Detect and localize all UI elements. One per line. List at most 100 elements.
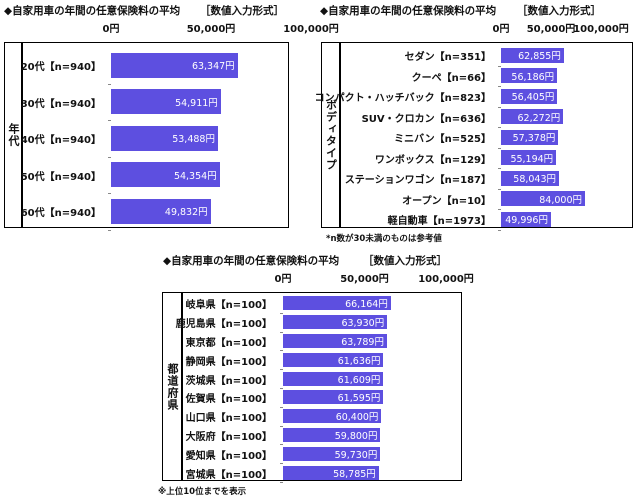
bar-value-label: 49,832円 — [164, 207, 208, 219]
bar — [283, 334, 387, 348]
category-label: コンパクト・ハッチバック【n=823】 — [314, 93, 491, 105]
bar-value-label: 60,400円 — [335, 412, 379, 424]
axis-tick-mark — [280, 406, 283, 408]
category-label: 軽自動車【n=1973】 — [387, 216, 491, 228]
axis-tick-mark — [280, 444, 283, 446]
axis-tick-mark — [498, 127, 501, 128]
bar — [283, 296, 391, 311]
bar — [283, 465, 379, 480]
bar-value-label: 53,488円 — [172, 134, 215, 146]
bar-value-label: 63,789円 — [341, 337, 384, 348]
axis-tick-mark — [498, 147, 501, 149]
group-label-box: 年代 — [4, 42, 22, 228]
category-label: 佐賀県【n=100】 — [185, 394, 272, 406]
category-label: 岐阜県【n=100】 — [185, 300, 272, 312]
x-tick-label: 50,000円 — [526, 24, 576, 35]
axis-tick-mark — [498, 229, 501, 231]
bar — [111, 89, 221, 115]
bar-value-label: 56,186円 — [511, 71, 555, 83]
bar — [501, 129, 559, 145]
group-label-box: 都道府県 — [162, 292, 182, 481]
bar-value-label: 54,354円 — [173, 170, 217, 182]
bar-value-label: 49,996円 — [505, 215, 548, 227]
category-label: 50代【n=940】 — [20, 171, 101, 183]
axis-tick-mark — [280, 369, 283, 371]
axis-tick-mark — [280, 312, 283, 314]
category-label: 20代【n=940】 — [20, 62, 101, 74]
bar — [501, 211, 551, 227]
x-tick-label: 0円 — [274, 274, 292, 285]
bar-value-label: 84,000円 — [539, 194, 582, 206]
axis-tick-mark — [280, 463, 283, 465]
category-label: ステーションワゴン【n=187】 — [344, 175, 491, 187]
x-tick-label: 100,000円 — [418, 274, 474, 285]
bar-value-label: 63,347円 — [191, 61, 235, 73]
chart-title: ◆自家用車の年間の任意保険料の平均 — [163, 255, 340, 267]
x-tick-label: 0円 — [102, 24, 120, 35]
footnote: *n数が30未満のものは参考値 — [326, 234, 442, 244]
category-label: 鹿児島県【n=100】 — [175, 319, 272, 331]
group-label: ボディタイプ — [324, 99, 338, 171]
category-label: 大阪府【n=100】 — [185, 432, 272, 443]
bar — [501, 109, 564, 125]
bar — [111, 198, 211, 224]
axis-tick-mark — [498, 188, 501, 190]
bar — [501, 88, 558, 104]
bar-value-label: 61,636円 — [337, 355, 381, 367]
bar — [501, 47, 564, 63]
group-label-box: ボディタイプ — [321, 42, 340, 228]
chart-title: ◆自家用車の年間の任意保険料の平均 — [320, 5, 497, 17]
bar — [111, 125, 218, 151]
category-label: SUV・クロカン【n=636】 — [361, 113, 491, 125]
bar — [501, 170, 560, 186]
x-tick-label: 100,000円 — [283, 24, 339, 35]
bar — [283, 428, 381, 442]
axis-tick-mark — [498, 106, 501, 108]
chart-title: ◆自家用車の年間の任意保険料の平均 — [4, 5, 181, 17]
axis-tick-mark — [498, 209, 501, 210]
category-label: 40代【n=940】 — [20, 135, 101, 147]
category-label: ミニバン【n=525】 — [394, 134, 491, 146]
bar — [501, 191, 585, 207]
bar-value-label: 56,405円 — [511, 92, 555, 104]
axis-tick-mark — [280, 388, 283, 389]
category-label: 茨城県【n=100】 — [185, 375, 272, 387]
bar-value-label: 63,930円 — [341, 318, 385, 330]
chart-subtitle: ［数値入力形式］ — [200, 5, 284, 17]
axis-tick-mark — [108, 156, 111, 158]
bar — [111, 162, 220, 188]
axis-tick-mark — [498, 65, 501, 67]
axis-tick-mark — [108, 229, 111, 231]
bar — [501, 150, 557, 166]
bar-value-label: 54,911円 — [175, 97, 218, 109]
axis-tick-mark — [108, 120, 111, 121]
bar-value-label: 62,855円 — [518, 51, 561, 63]
bar-value-label: 59,730円 — [334, 449, 378, 461]
x-tick-label: 0円 — [492, 24, 510, 35]
category-label: 60代【n=940】 — [20, 208, 101, 220]
footnote: ※上位10位までを表示 — [158, 487, 247, 497]
bar — [283, 446, 381, 461]
axis-tick-mark — [280, 331, 283, 333]
bar-value-label: 58,043円 — [513, 174, 557, 186]
x-tick-label: 50,000円 — [340, 274, 389, 285]
axis-tick-mark — [280, 482, 283, 483]
bar-value-label: 66,164円 — [345, 299, 388, 311]
category-label: セダン【n=351】 — [404, 52, 491, 64]
category-label: 東京都【n=100】 — [185, 338, 272, 349]
bar — [283, 390, 384, 405]
bar — [111, 52, 238, 78]
category-label: 山口県【n=100】 — [185, 413, 272, 425]
axis-tick-mark — [498, 168, 501, 169]
plot-frame — [340, 42, 633, 228]
axis-tick-mark — [280, 350, 283, 352]
axis-tick-mark — [498, 86, 501, 87]
bar — [283, 371, 384, 386]
bar-value-label: 62,272円 — [517, 112, 561, 124]
chart-subtitle: ［数値入力形式］ — [517, 5, 601, 17]
group-label: 年代 — [7, 123, 20, 147]
axis-tick-mark — [280, 425, 283, 427]
bar — [501, 68, 558, 84]
x-tick-label: 100,000円 — [573, 24, 629, 35]
category-label: 愛知県【n=100】 — [185, 450, 272, 462]
